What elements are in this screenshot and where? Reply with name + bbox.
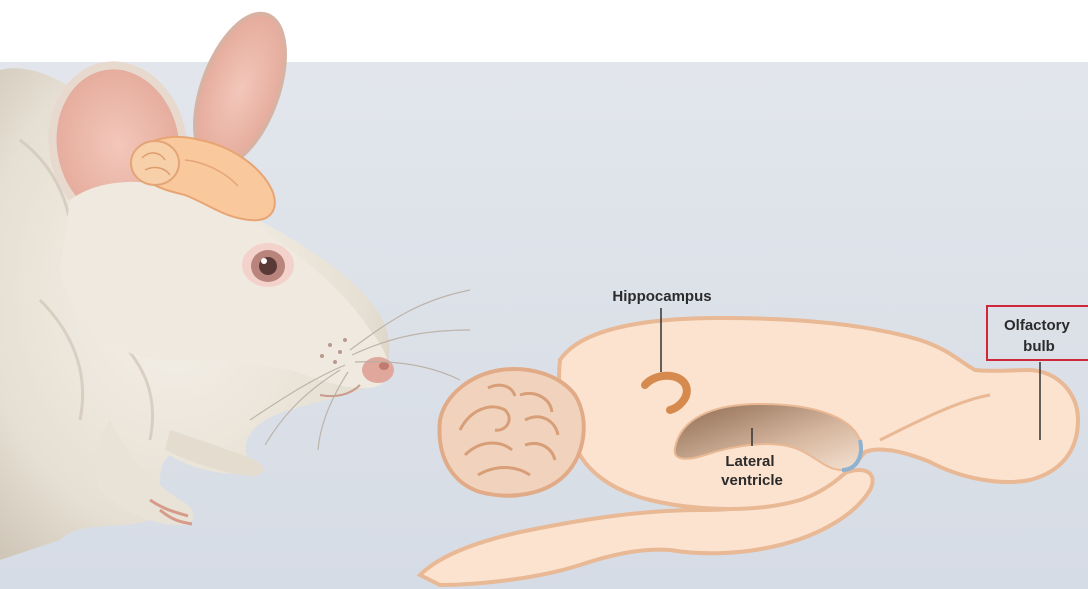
label-hippocampus: Hippocampus	[612, 288, 711, 305]
cerebellum	[439, 369, 583, 496]
label-lateral-ventricle-line-1: Lateral	[725, 453, 774, 470]
label-olfactory-bulb-line-1: Olfactory	[1004, 317, 1071, 334]
label-olfactory-bulb-line-2: bulb	[1023, 338, 1055, 355]
label-lateral-ventricle-line-2: ventricle	[721, 472, 783, 489]
